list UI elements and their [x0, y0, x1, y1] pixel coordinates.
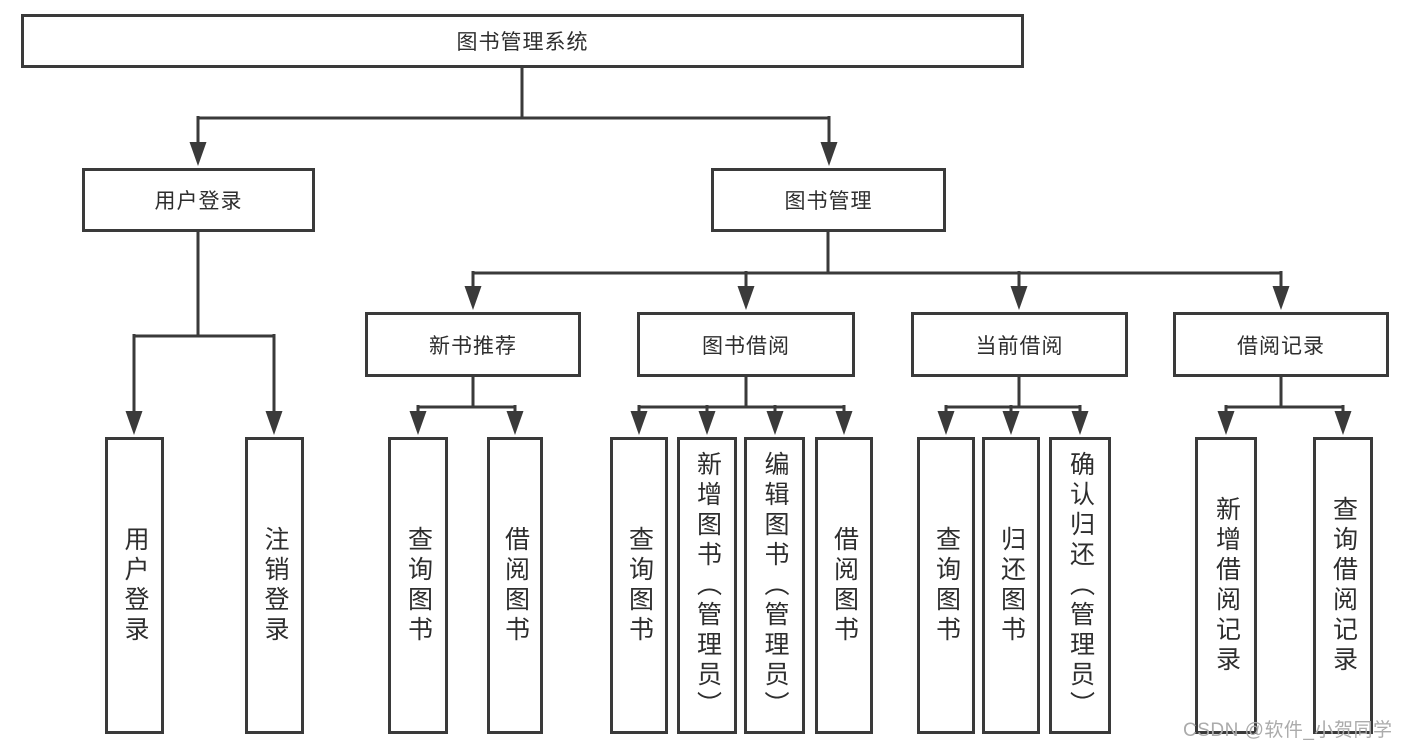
node-book-management: 图书管理: [711, 168, 946, 232]
node-book-borrow: 图书借阅: [637, 312, 855, 377]
arrow-into-leaf-borrow-books: [835, 411, 853, 435]
arrow-into-borrow-records: [1272, 286, 1290, 310]
node-label: 查询图书: [404, 525, 433, 646]
leaf-query-borrow-record: 查询借阅记录: [1313, 437, 1373, 734]
node-label: 图书管理系统: [456, 31, 589, 54]
node-label: 借阅图书: [501, 525, 530, 646]
arrow-into-leaf-edit-books: [766, 411, 784, 435]
arrow-into-user-login: [189, 142, 207, 166]
arrow-into-leaf-current-query: [937, 411, 955, 435]
leaf-return-books: 归还图书: [982, 437, 1040, 734]
arrow-into-leaf-return-books: [1002, 411, 1020, 435]
arrow-into-leaf-add-books: [698, 411, 716, 435]
arrow-into-leaf-query-record: [1334, 411, 1352, 435]
connector-borrow-to-leaves: [637, 375, 846, 415]
connector-login-to-leaves: [132, 230, 276, 415]
leaf-add-books-admin: 新增图书（管理员）: [677, 437, 737, 734]
node-label: 查询图书: [625, 525, 654, 646]
node-label: 当前借阅: [975, 334, 1064, 358]
arrow-into-book-management: [820, 142, 838, 166]
arrow-into-book-borrow: [737, 286, 755, 310]
node-borrow-records: 借阅记录: [1173, 312, 1389, 377]
leaf-logout: 注销登录: [245, 437, 304, 734]
connector-root-to-level2: [196, 66, 831, 146]
leaf-edit-books-admin: 编辑图书（管理员）: [744, 437, 805, 734]
connector-current-to-leaves: [944, 375, 1082, 415]
leaf-recommend-borrow-books: 借阅图书: [487, 437, 543, 734]
arrow-into-current-borrow: [1010, 286, 1028, 310]
connector-recommend-to-leaves: [416, 375, 517, 415]
arrow-into-leaf-logout: [265, 411, 283, 435]
node-label: 新增借阅记录: [1212, 495, 1241, 676]
node-book-management-system: 图书管理系统: [21, 14, 1024, 68]
node-label: 借阅记录: [1237, 334, 1325, 358]
arrow-into-leaf-add-record: [1217, 411, 1235, 435]
node-new-book-recommend: 新书推荐: [365, 312, 581, 377]
leaf-user-login: 用户登录: [105, 437, 164, 734]
arrow-into-new-book-recommend: [464, 286, 482, 310]
node-label: 查询图书: [932, 525, 961, 646]
node-current-borrow: 当前借阅: [911, 312, 1128, 377]
node-label: 图书借阅: [702, 334, 790, 358]
node-label: 查询借阅记录: [1329, 495, 1358, 676]
connector-records-to-leaves: [1224, 375, 1345, 415]
connector-mgmt-to-level3: [471, 230, 1283, 290]
leaf-borrow-borrow-books: 借阅图书: [815, 437, 873, 734]
node-label: 用户登录: [121, 525, 149, 646]
leaf-add-borrow-record: 新增借阅记录: [1195, 437, 1257, 734]
leaf-borrow-query-books: 查询图书: [610, 437, 668, 734]
node-label: 新书推荐: [429, 334, 517, 358]
csdn-watermark: CSDN @软件_小贺同学: [1183, 720, 1393, 741]
node-label: 确认归还（管理员）: [1066, 450, 1095, 721]
node-label: 归还图书: [997, 525, 1026, 646]
arrow-into-leaf-recommend-query: [409, 411, 427, 435]
node-label: 新增图书（管理员）: [693, 450, 722, 721]
arrow-into-leaf-confirm-return: [1071, 411, 1089, 435]
leaf-current-query-books: 查询图书: [917, 437, 975, 734]
node-user-login: 用户登录: [82, 168, 315, 232]
arrowheads: [125, 142, 1352, 435]
arrow-into-leaf-user-login: [125, 411, 143, 435]
node-label: 注销登录: [261, 525, 289, 646]
node-label: 图书管理: [784, 190, 873, 213]
node-label: 编辑图书（管理员）: [761, 450, 789, 721]
leaf-recommend-query-books: 查询图书: [388, 437, 448, 734]
node-label: 借阅图书: [830, 525, 859, 646]
arrow-into-leaf-borrow-query: [630, 411, 648, 435]
leaf-confirm-return-admin: 确认归还（管理员）: [1049, 437, 1111, 734]
node-label: 用户登录: [154, 190, 243, 213]
arrow-into-leaf-recommend-borrow: [506, 411, 524, 435]
